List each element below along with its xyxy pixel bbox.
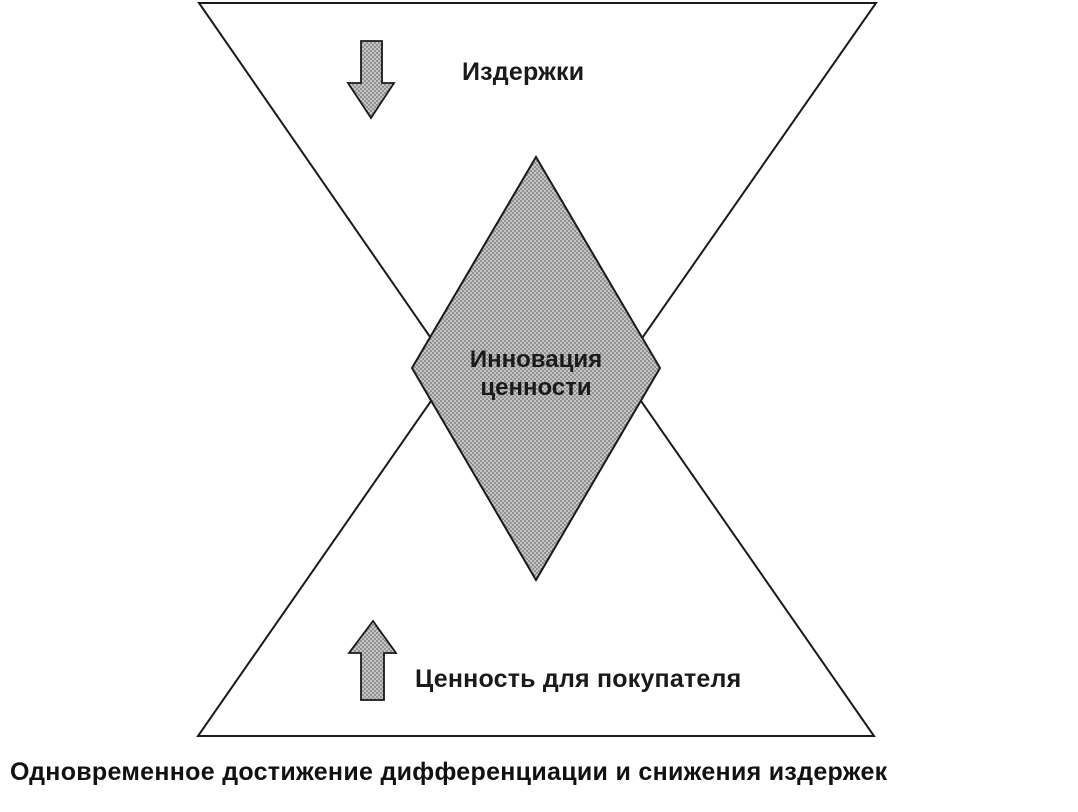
arrow-up-icon bbox=[347, 619, 398, 701]
value-innovation-diamond bbox=[410, 155, 662, 582]
value-innovation-label-line1: Инновация bbox=[469, 346, 603, 373]
arrow-down-icon bbox=[346, 40, 396, 120]
buyer-value-label: Ценность для покупателя bbox=[415, 665, 742, 693]
value-innovation-label: Инновация ценности bbox=[470, 346, 602, 402]
costs-label: Издержки bbox=[462, 58, 585, 86]
figure-caption: Одновременное достижение дифференциации … bbox=[10, 758, 888, 786]
value-innovation-label-line2: ценности bbox=[480, 374, 592, 401]
